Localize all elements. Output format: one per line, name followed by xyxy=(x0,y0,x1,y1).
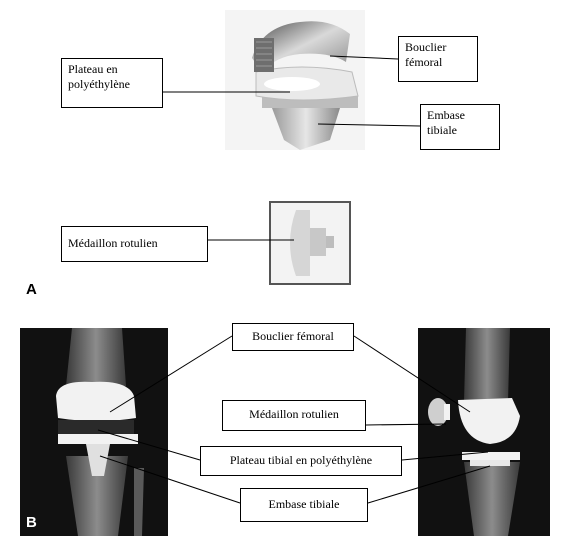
leader-medaillon-b xyxy=(365,423,447,426)
leader-lines xyxy=(97,55,491,504)
prosthesis-photo xyxy=(225,10,365,150)
leader-embase-a xyxy=(317,123,421,127)
panel-letter-a: A xyxy=(26,281,37,298)
label-medaillon-rotulien-a: Médaillon rotulien xyxy=(61,226,208,262)
label-plateau-polyethylene-a: Plateau en polyéthylène xyxy=(61,58,163,108)
leader-embase-left xyxy=(99,455,241,504)
leader-bouclier-femoral-a xyxy=(329,55,399,60)
label-embase-tibiale-b: Embase tibiale xyxy=(240,488,368,522)
leader-bouclier-left xyxy=(109,335,233,413)
label-plateau-tibial-b: Plateau tibial en polyéthylène xyxy=(200,446,402,476)
label-bouclier-femoral-a: Bouclier fémoral xyxy=(398,36,478,82)
label-embase-tibiale-a: Embase tibiale xyxy=(420,104,500,150)
label-medaillon-rotulien-b: Médaillon rotulien xyxy=(222,400,366,431)
xray-ap-view xyxy=(20,328,168,536)
panel-letter-b: B xyxy=(26,514,37,531)
xray-lateral-view xyxy=(418,328,550,536)
leader-embase-right xyxy=(367,465,491,504)
patella-photo xyxy=(269,201,351,285)
label-bouclier-femoral-b: Bouclier fémoral xyxy=(232,323,354,351)
leader-plateau-left xyxy=(97,429,201,461)
leader-plateau-right xyxy=(401,451,489,461)
leader-bouclier-right xyxy=(353,335,471,413)
